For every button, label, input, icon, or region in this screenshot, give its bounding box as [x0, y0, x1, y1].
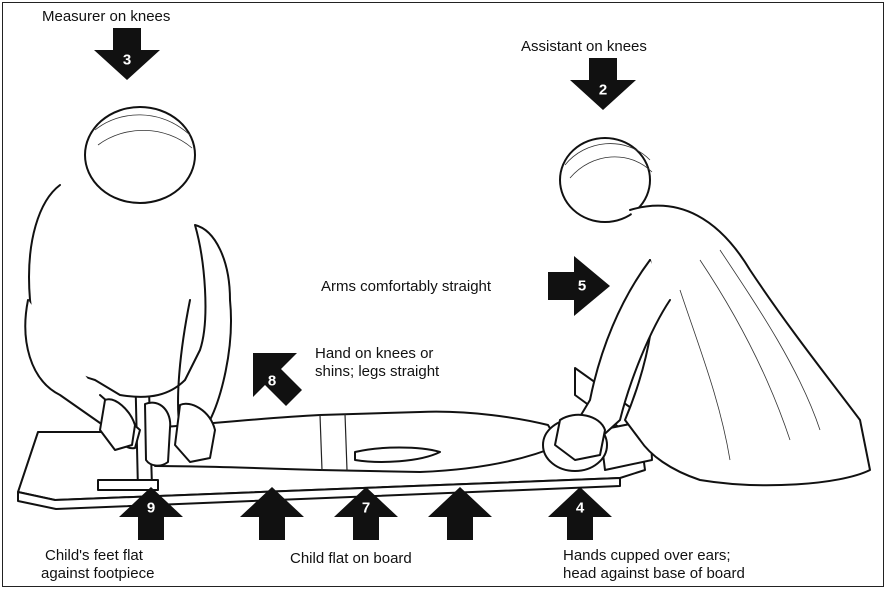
label-arms: Arms comfortably straight: [321, 278, 491, 296]
svg-text:2: 2: [599, 82, 607, 99]
arrow-step-5: 5: [548, 256, 610, 316]
label-child-flat: Child flat on board: [290, 550, 412, 568]
arrow-step-4: 4: [548, 487, 612, 540]
label-assistant: Assistant on knees: [521, 38, 647, 56]
label-hand-knees-line2: shins; legs straight: [315, 363, 439, 381]
assistant-figure: [555, 138, 870, 485]
svg-text:4: 4: [576, 500, 585, 517]
arrow-step-3: 3: [94, 28, 160, 80]
label-hand-knees-line1: Hand on knees or: [315, 345, 433, 363]
label-feet-line2: against footpiece: [41, 565, 154, 583]
arrow-step-2: 2: [570, 58, 636, 110]
svg-text:8: 8: [268, 373, 276, 390]
svg-text:3: 3: [123, 52, 131, 69]
svg-text:5: 5: [578, 278, 586, 295]
svg-text:7: 7: [362, 500, 370, 517]
label-hands-cupped-line1: Hands cupped over ears;: [563, 547, 731, 565]
label-hands-cupped-line2: head against base of board: [563, 565, 745, 583]
label-measurer: Measurer on knees: [42, 8, 170, 26]
svg-text:9: 9: [147, 500, 155, 517]
measurer-figure: [25, 107, 231, 462]
label-feet-line1: Child's feet flat: [45, 547, 143, 565]
arrow-step-8: 8: [253, 353, 302, 406]
arrow-board-2: [428, 487, 492, 540]
